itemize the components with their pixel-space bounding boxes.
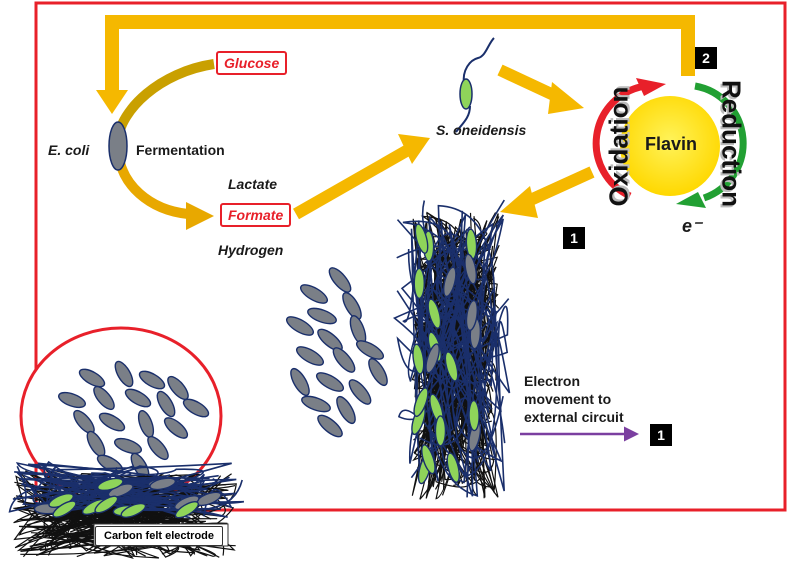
bacterium-cell [57, 391, 87, 409]
bacterium-cell [421, 444, 436, 475]
hydrogen-label: Hydrogen [218, 242, 284, 258]
electron-movement-line-1: Electron [524, 373, 581, 389]
felt-fiber [16, 468, 210, 507]
circuit-1-badge: 1 [650, 424, 672, 446]
bacterium-cell [464, 253, 478, 285]
carbon-felt-label: Carbon felt electrode [95, 526, 224, 546]
bacterium-cell [138, 370, 166, 390]
bacterium-cell [412, 343, 425, 375]
bacterium-cell [465, 299, 478, 332]
bacterium-cell [425, 343, 440, 374]
fermentation-label: Fermentation [136, 142, 225, 158]
bacterium-cell [98, 412, 126, 432]
felt-fiber [429, 299, 493, 497]
felt-fiber [16, 465, 163, 508]
bacterium-cell [468, 399, 480, 432]
felt-fiber [400, 214, 505, 472]
flavin-cycle [592, 78, 747, 208]
formate-to-shewanella-arrow [293, 134, 430, 220]
bacterium-cell [93, 385, 115, 411]
pathway-1-badge: 1 [563, 227, 585, 249]
bacterium-cell [113, 437, 143, 455]
ecoli-cell [108, 121, 128, 171]
bacterium-cell [285, 316, 315, 336]
felt-fiber [52, 485, 201, 551]
shewanella-cell [455, 37, 495, 133]
electron-movement-line-3: external circuit [524, 409, 624, 425]
bacterium-cell [414, 223, 429, 254]
bacterium-cell [52, 500, 77, 518]
bacterium-cell [120, 502, 147, 518]
bacterium-cell [427, 298, 442, 329]
pathway-2-badge: 2 [695, 47, 717, 69]
bacterium-cell [156, 390, 176, 418]
felt-fiber [402, 220, 498, 435]
bacterium-cell [355, 340, 385, 360]
bacterium-cell [317, 414, 343, 438]
bacterium-cell [163, 417, 189, 439]
bacterium-cell [307, 307, 337, 325]
bacterium-cell [147, 435, 169, 461]
vertical-biofilm-electrode [392, 199, 511, 500]
bacterium-cell [295, 346, 325, 366]
bacterium-cell [149, 477, 177, 491]
bacterium-cell [114, 360, 134, 388]
bacterium-cell [94, 495, 119, 514]
ecoli-label: E. coli [48, 142, 90, 158]
electron-symbol: e⁻ [682, 216, 702, 236]
bacterium-cell [182, 398, 210, 418]
inset-planktonic-cells [57, 360, 210, 480]
diagram-frame [34, 1, 787, 512]
formate-label: Formate [220, 203, 292, 227]
bacterium-cell [413, 267, 425, 300]
bacterium-cell [290, 367, 310, 397]
flavin-label: Flavin [645, 134, 698, 154]
shewanella-label: S. oneidensis [436, 122, 527, 138]
bacterium-cell [336, 395, 356, 425]
glucose-label: Glucose [216, 51, 288, 75]
lactate-label: Lactate [228, 176, 278, 192]
electron-movement-line-2: movement to [524, 391, 612, 407]
felt-fiber [65, 474, 219, 519]
bacterium-cell [301, 395, 331, 413]
bacterium-cell [413, 387, 429, 418]
planktonic-cells [285, 267, 388, 438]
bacterium-cell [124, 388, 152, 408]
bacterium-cell [78, 368, 106, 388]
bacterium-cell [446, 452, 461, 483]
bacterium-cell [434, 415, 447, 447]
feedback-arrow [96, 15, 695, 114]
flavin-to-biofilm-arrow [500, 166, 595, 218]
bacterium-cell [174, 501, 199, 519]
flavin-core [620, 96, 720, 196]
bacterium-cell [444, 351, 459, 382]
bacterium-cell [332, 347, 356, 373]
bacterium-cell [348, 379, 372, 405]
bacterium-cell [443, 266, 457, 298]
reduction-label: Reduction [716, 79, 747, 208]
bacterium-cell [328, 267, 352, 293]
electron-movement-label: Electron movement to external circuit [524, 372, 624, 426]
bacterium-cell [97, 477, 124, 492]
bacterium-cell [368, 357, 388, 387]
shewanella-to-flavin-arrow [497, 64, 584, 114]
oxidation-label: Oxidation [603, 86, 634, 207]
bacterium-cell [315, 372, 345, 392]
bacterium-cell [299, 284, 329, 304]
